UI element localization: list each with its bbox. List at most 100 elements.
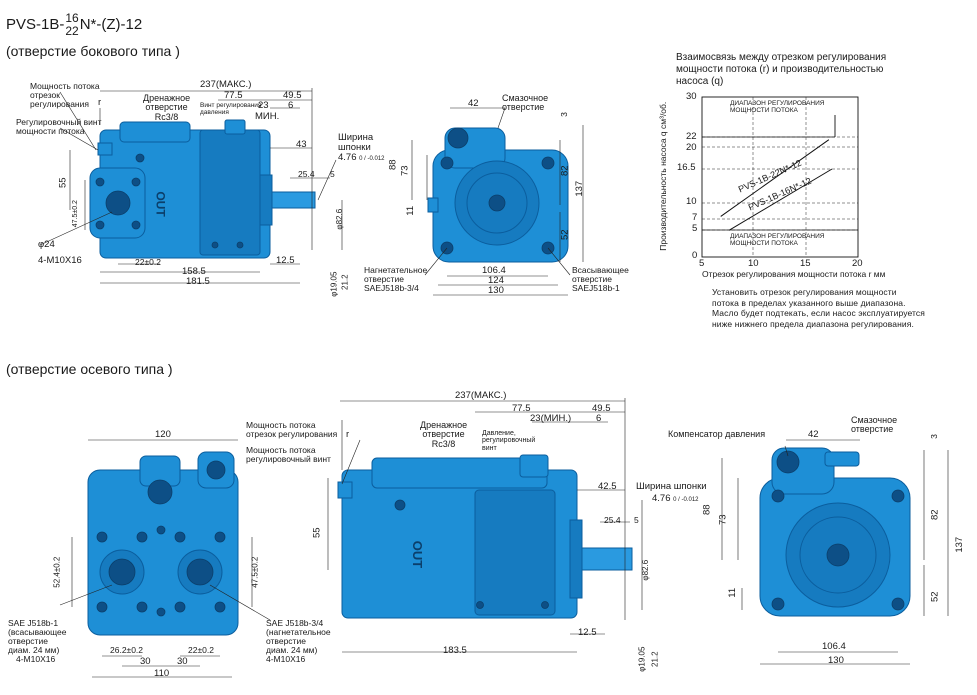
axial-phi1905: φ19.05 — [637, 646, 647, 672]
axial-key-width-label: Ширина шпонки — [636, 481, 707, 492]
axial-front-d88: 88 — [701, 504, 713, 516]
xtick-20: 20 — [852, 258, 863, 269]
side-d495: 49.5 — [283, 90, 302, 101]
axial-front-compensator-label: Компенсатор давления — [668, 429, 766, 439]
side-phi1905: φ19.05 — [329, 271, 339, 297]
side-r-dim: r — [98, 97, 102, 108]
series-line-22 — [720, 139, 830, 217]
graph-note: Установить отрезок регулирования мощност… — [712, 287, 925, 329]
axial-d425: 42.5 — [598, 481, 617, 492]
graph-title: Взаимосвязь между отрезком регулирования… — [676, 52, 887, 87]
side-key-val: 4.76 0 / -0.012 — [338, 152, 385, 163]
side-d23: 23 — [258, 100, 269, 111]
graph-ylabel: Производительность насоса q см³/об. — [657, 101, 668, 251]
front-view-dimension-lines — [411, 107, 584, 296]
front-lubrication-label: Смазочное отверстие — [502, 93, 549, 113]
axial-front-d1064: 106.4 — [822, 641, 846, 652]
side-d6: 6 — [288, 100, 294, 111]
flow-rate-adj-label: Мощность потока отрезок регулирования — [30, 81, 100, 109]
side-d1585: 158.5 — [182, 266, 206, 277]
axial-out-mark: OUT — [410, 540, 426, 569]
ytick-20: 20 — [686, 142, 697, 153]
series-line-16 — [728, 168, 833, 231]
front-d1064: 106.4 — [482, 265, 506, 276]
side-d125: 12.5 — [276, 255, 295, 266]
axial-d23: 23(МИН.) — [530, 413, 572, 424]
model-title-sub: 22 — [65, 24, 79, 39]
ytick-5: 5 — [692, 223, 698, 234]
side-d55: 55 — [57, 177, 69, 189]
axial-d826: φ82.6 — [641, 559, 651, 581]
rear-d120: 120 — [155, 429, 171, 440]
axial-front-d3: 3 — [928, 434, 939, 439]
axial-rear-view-pump — [87, 451, 239, 636]
axial-pressure-adj-label: Давление, регулировочный винт — [482, 430, 536, 452]
rear-d22: 22±0.2 — [188, 645, 214, 655]
rear-suction-label: SAE J518b-1 (всасывающее отверстие диам.… — [8, 618, 67, 664]
axial-rear-dimension-lines — [59, 439, 271, 678]
axial-side-view-pump — [337, 454, 633, 619]
side-d254: 25.4 — [298, 169, 315, 179]
ytick-30: 30 — [686, 91, 697, 102]
axial-d125: 12.5 — [578, 627, 597, 638]
front-d130: 130 — [488, 285, 504, 296]
front-d124: 124 — [488, 275, 504, 286]
front-d52: 52 — [559, 229, 571, 241]
graph-upper-range: ДИАПАЗОН РЕГУЛИРОВАНИЯ МОЩНОСТИ ПОТОКА — [730, 100, 825, 115]
section-axial-title: (отверстие осевого типа ) — [6, 361, 173, 377]
front-view-pump — [427, 127, 569, 263]
front-d73: 73 — [399, 165, 411, 177]
axial-front-d73: 73 — [717, 514, 729, 526]
rear-discharge-label: SAE J518b-3/4 (нагнетательное отверстие … — [266, 618, 331, 664]
axial-drain-port-label: Дренажное отверстие Rc3/8 — [420, 420, 468, 449]
front-suction-label: Всасывающее отверстие SAEJ518b-1 — [572, 265, 629, 293]
front-d11: 11 — [405, 205, 417, 216]
model-title-prefix: PVS-1B- — [6, 16, 65, 34]
axial-d212: 21.2 — [650, 651, 660, 667]
side-bolt: 4-M10X16 — [38, 255, 82, 266]
model-title-suffix: N*-(Z)-12 — [79, 16, 143, 34]
side-d1815: 181.5 — [186, 276, 210, 287]
graph-lower-range: ДИАПАЗОН РЕГУЛИРОВАНИЯ МОЩНОСТИ ПОТОКА — [730, 233, 825, 248]
side-d475: 47.5±0.2 — [71, 200, 79, 228]
axial-front-view-pump — [759, 447, 911, 617]
axial-front-d11: 11 — [727, 587, 739, 598]
side-pressure-adj-label: Винт регулирования давления — [200, 102, 262, 116]
axial-d5: 5 — [634, 515, 639, 525]
xtick-15: 15 — [800, 258, 811, 269]
side-d5: 5 — [330, 169, 335, 179]
axial-front-d42: 42 — [808, 429, 819, 440]
side-d237: 237(МАКС.) — [200, 79, 252, 90]
axial-d254: 25.4 — [604, 515, 621, 525]
model-title-sup: 16 — [65, 11, 79, 25]
front-d42: 42 — [468, 98, 479, 109]
front-d82: 82 — [559, 165, 571, 177]
axial-d495: 49.5 — [592, 403, 611, 414]
axial-d55: 55 — [311, 527, 323, 539]
rear-d524: 52.4±0.2 — [52, 556, 62, 588]
side-d826: φ82.6 — [335, 208, 345, 230]
axial-front-dimension-lines — [721, 439, 949, 665]
graph-xlabel: Отрезок регулирования мощности потока r … — [702, 269, 886, 279]
ytick-10: 10 — [686, 196, 697, 207]
ytick-0: 0 — [692, 250, 698, 261]
axial-side-dimension-lines — [327, 398, 643, 653]
side-phi24: φ24 — [38, 239, 55, 250]
side-d22: 22±0.2 — [135, 257, 161, 267]
axial-d1835: 183.5 — [443, 645, 467, 656]
side-d43: 43 — [296, 139, 307, 150]
axial-front-lubrication-label: Смазочное отверстие — [851, 415, 898, 435]
axial-key-val: 4.76 0 / -0.012 — [652, 493, 699, 504]
rear-d262: 26.2±0.2 — [110, 645, 144, 655]
side-view-pump — [89, 119, 316, 259]
side-d775: 77.5 — [224, 90, 243, 101]
side-drain-port-label: Дренажное отверстие Rc3/8 — [143, 93, 191, 122]
side-d212: 21.2 — [340, 274, 350, 290]
axial-d6: 6 — [596, 413, 602, 424]
xtick-5: 5 — [699, 258, 705, 269]
axial-flow-rate-adj-label: Мощность потока отрезок регулирования — [246, 420, 338, 439]
rear-d30a: 30 — [140, 656, 151, 667]
front-d137: 137 — [574, 180, 586, 197]
